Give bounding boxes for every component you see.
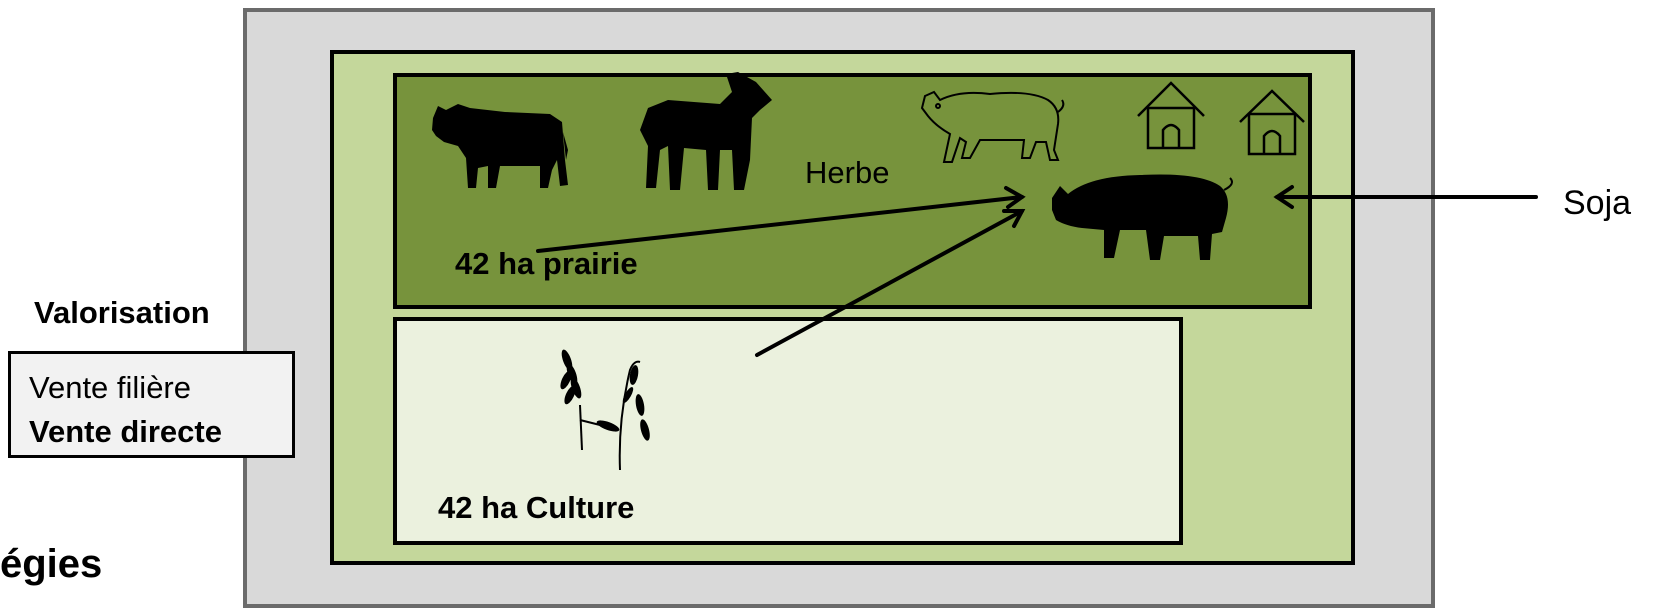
cow-icon	[432, 104, 568, 188]
goat-icon	[640, 72, 772, 190]
arrow-prairie-to-pig	[538, 188, 1022, 251]
cereal-icon	[558, 348, 652, 470]
pig-outline-icon	[922, 92, 1063, 162]
arrow-soja-to-farm	[1277, 187, 1536, 207]
arrow-culture-to-pig	[757, 211, 1022, 355]
house-icon	[1240, 91, 1304, 154]
house-icon	[1138, 83, 1204, 148]
pig-icon	[1052, 174, 1232, 260]
